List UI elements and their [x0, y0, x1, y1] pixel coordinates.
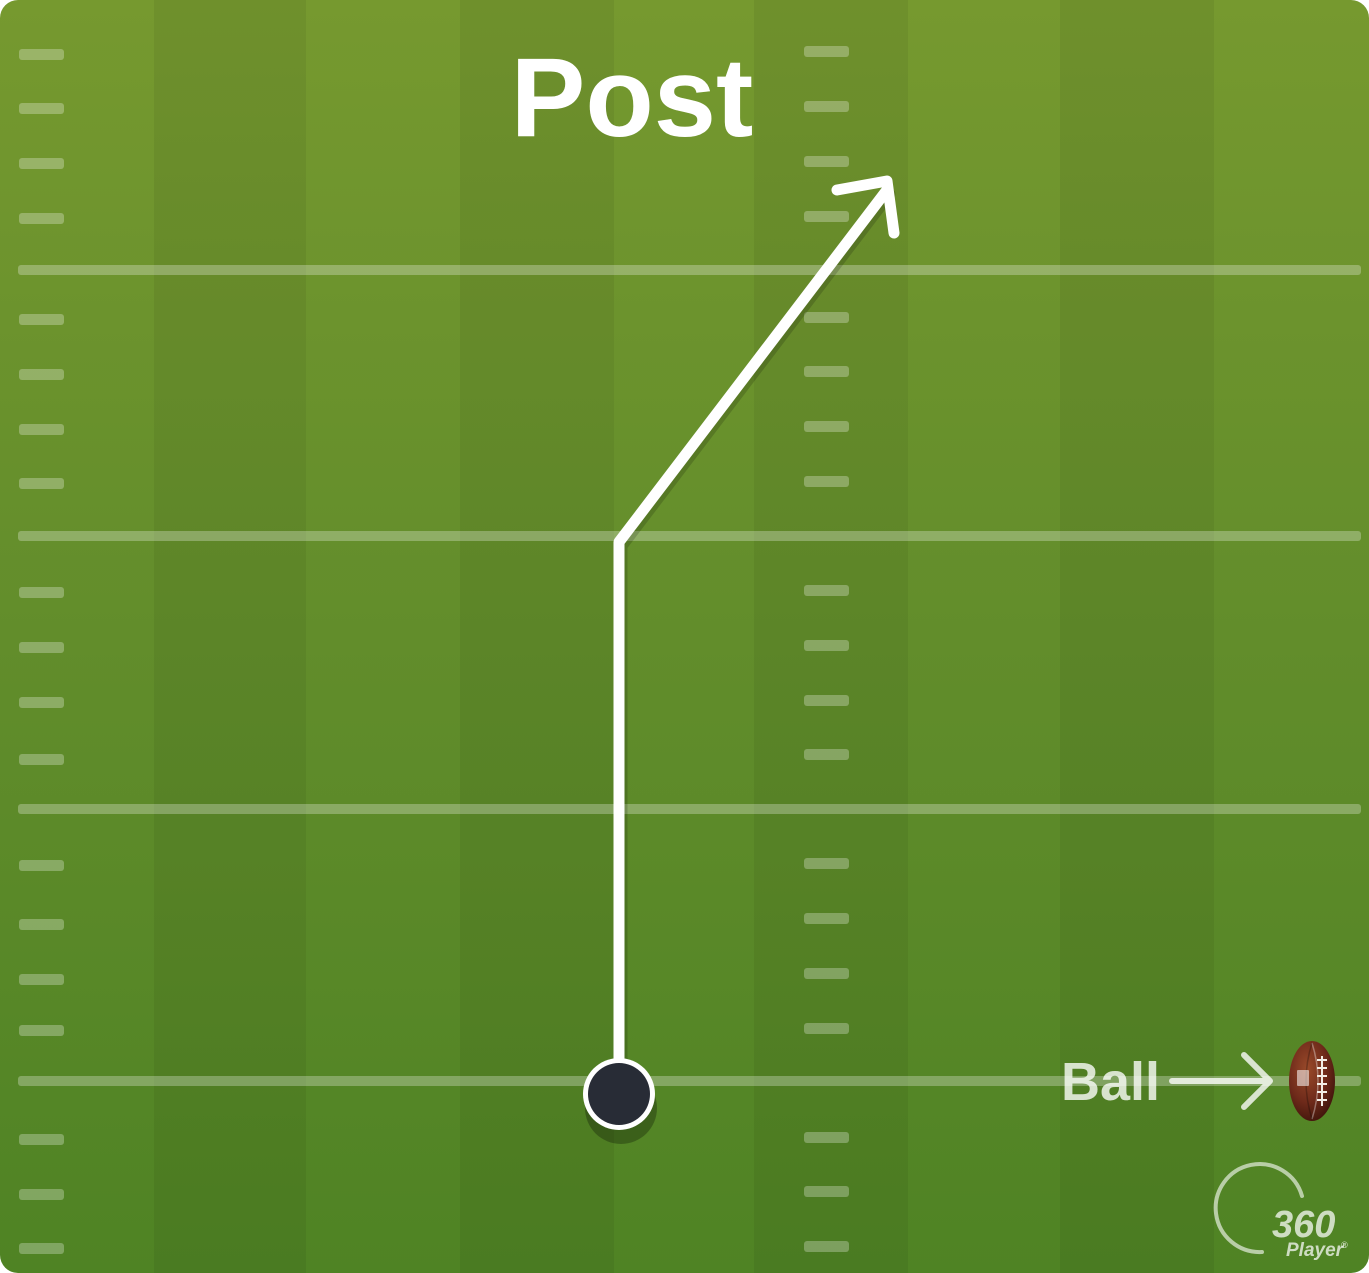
hash-mark — [804, 749, 849, 760]
hash-marks — [19, 46, 849, 1254]
hash-mark — [19, 314, 64, 325]
hash-mark — [19, 587, 64, 598]
hash-mark — [804, 640, 849, 651]
hash-mark — [19, 974, 64, 985]
hash-mark — [804, 913, 849, 924]
hash-mark — [19, 369, 64, 380]
route-arrowhead — [831, 175, 900, 239]
hash-mark — [19, 642, 64, 653]
player-marker[interactable] — [583, 1058, 657, 1144]
hash-mark — [804, 585, 849, 596]
yard-lines — [18, 265, 1361, 1086]
hash-mark — [804, 1186, 849, 1197]
hash-mark — [19, 1025, 64, 1036]
hash-mark — [804, 156, 849, 167]
hash-mark — [19, 49, 64, 60]
hash-mark — [19, 103, 64, 114]
yard-line — [18, 1076, 1361, 1086]
hash-mark — [804, 1023, 849, 1034]
hash-mark — [19, 919, 64, 930]
hash-mark — [804, 1132, 849, 1143]
brand-logo: 360 Player ® — [1213, 1162, 1348, 1261]
hash-mark — [19, 424, 64, 435]
logo-swoosh-icon — [1213, 1162, 1304, 1255]
hash-mark — [19, 158, 64, 169]
hash-mark — [804, 421, 849, 432]
hash-mark — [19, 697, 64, 708]
turf-stripes — [154, 0, 1214, 1273]
hash-mark — [804, 695, 849, 706]
hash-mark — [804, 211, 849, 222]
player-dot — [588, 1063, 650, 1125]
play-title: Post — [511, 35, 754, 160]
ball-pointer-arrow — [1169, 1052, 1273, 1110]
yard-line — [18, 265, 1361, 275]
football-icon — [1289, 1041, 1335, 1121]
hash-mark — [19, 213, 64, 224]
hash-mark — [804, 476, 849, 487]
hash-mark — [19, 1243, 64, 1254]
logo-wordmark: Player — [1286, 1240, 1345, 1261]
hash-mark — [804, 1241, 849, 1252]
hash-mark — [19, 754, 64, 765]
logo-number: 360 — [1272, 1204, 1335, 1246]
hash-mark — [804, 858, 849, 869]
hash-mark — [19, 1189, 64, 1200]
hash-mark — [804, 101, 849, 112]
yard-line — [18, 531, 1361, 541]
hash-mark — [804, 312, 849, 323]
hash-mark — [19, 478, 64, 489]
hash-mark — [804, 366, 849, 377]
hash-mark — [804, 968, 849, 979]
turf-stripe — [154, 0, 306, 1273]
post-route-path — [613, 184, 893, 1064]
hash-mark — [19, 1134, 64, 1145]
turf-stripe — [1060, 0, 1214, 1273]
logo-registered-mark: ® — [1341, 1240, 1348, 1250]
yard-line — [18, 804, 1361, 814]
hash-mark — [804, 46, 849, 57]
hash-mark — [19, 860, 64, 871]
ball-label: Ball — [1061, 1052, 1160, 1112]
turf-stripe — [754, 0, 908, 1273]
turf-stripe — [460, 0, 614, 1273]
